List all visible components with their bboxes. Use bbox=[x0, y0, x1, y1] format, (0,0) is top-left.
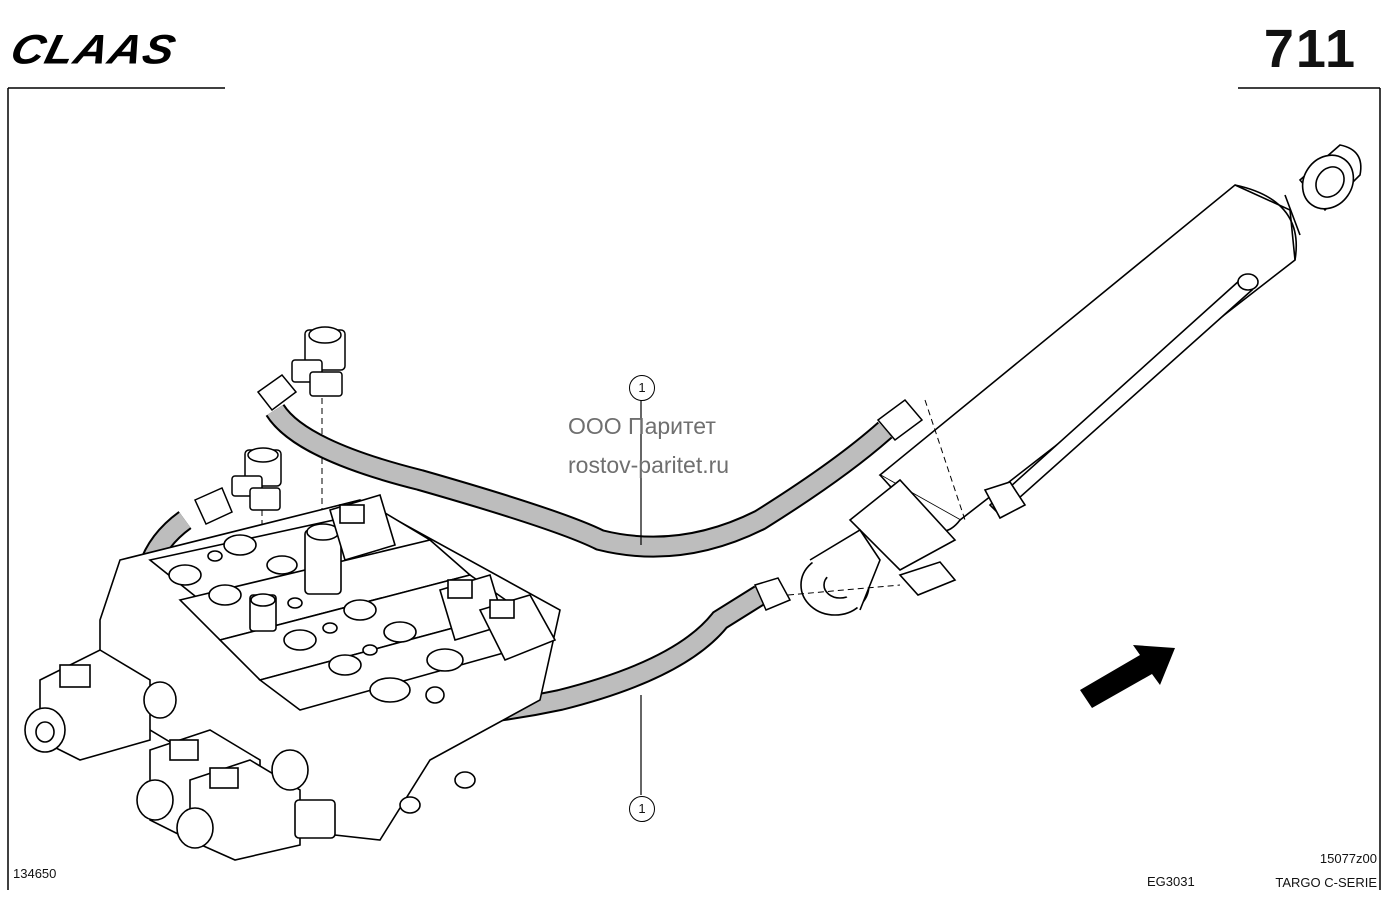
watermark-site: rostov-paritet.ru bbox=[568, 452, 730, 478]
claas-logo: CLAAS bbox=[6, 25, 182, 73]
sheet-frame bbox=[7, 87, 1381, 890]
hydraulic-cylinder bbox=[800, 144, 1362, 616]
watermark-company: ООО Паритет bbox=[568, 413, 716, 439]
elbow-fittings bbox=[231, 326, 346, 511]
callout-label: 1 bbox=[638, 380, 646, 395]
drawing-number: 134650 bbox=[13, 866, 57, 881]
valve-solenoids bbox=[24, 494, 557, 861]
series-name: TARGO C-SERIE bbox=[1275, 875, 1377, 890]
upper-hydraulic-hose bbox=[256, 373, 924, 558]
page-number: 711 bbox=[1263, 19, 1357, 79]
sheet-code: 15077z00 bbox=[1319, 851, 1377, 866]
direction-arrow-icon bbox=[1080, 645, 1175, 708]
callout-1-upper: 1 bbox=[629, 375, 655, 401]
callout-label: 1 bbox=[638, 801, 646, 816]
callout-1-lower: 1 bbox=[629, 796, 655, 822]
group-code: EG3031 bbox=[1147, 874, 1195, 889]
